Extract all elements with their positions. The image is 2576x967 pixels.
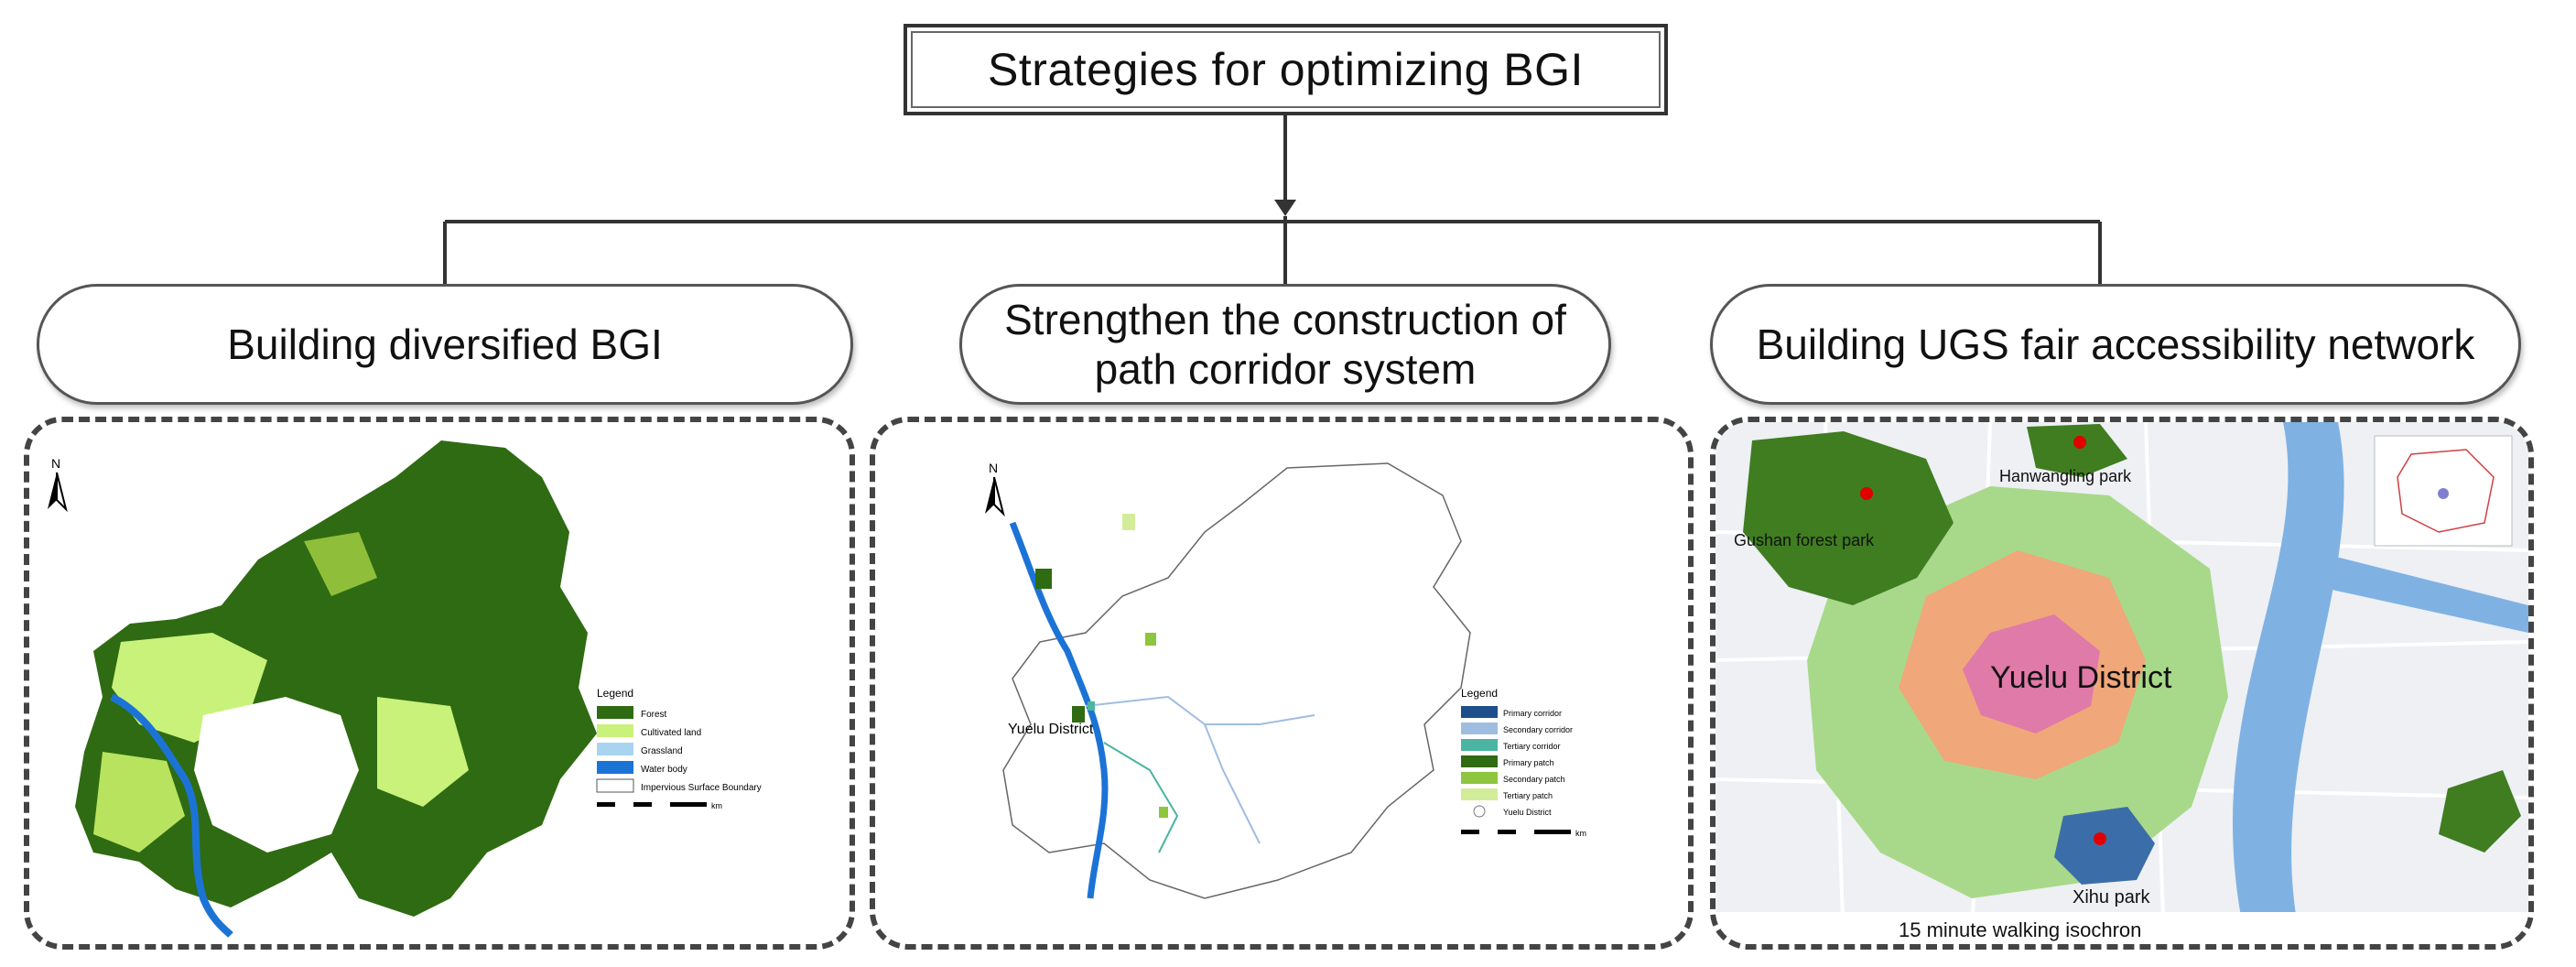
yuelu-district-label: Yuelu District bbox=[1008, 722, 1094, 737]
landcover-legend-title: Legend bbox=[597, 687, 633, 700]
strategy-2-line1: Strengthen the construction of bbox=[1004, 296, 1566, 343]
panel-corridor-map: N Yuelu District Legend Primary corridor… bbox=[870, 417, 1694, 950]
primary-patch-1 bbox=[1035, 569, 1052, 589]
secondary-patch-2 bbox=[1159, 807, 1168, 818]
cultivated-patch-north bbox=[304, 532, 377, 596]
xihu-park-area bbox=[2054, 807, 2155, 885]
strategy-2-label: Strengthen the construction of path corr… bbox=[1004, 295, 1566, 394]
gushan-park-marker bbox=[1860, 487, 1873, 500]
panel-accessibility-map: Hanwangling park Gushan forest park Xihu… bbox=[1710, 417, 2534, 950]
hanwangling-park-area bbox=[2027, 424, 2127, 477]
impervious-core bbox=[194, 697, 359, 853]
title-box-inner-border bbox=[911, 31, 1661, 108]
panel-landcover-map: N Legend Forest Cultivated land Grasslan… bbox=[24, 417, 855, 950]
legend-swatch-cultivated bbox=[597, 724, 633, 737]
legend-swatch-secondary-corridor bbox=[1461, 723, 1498, 734]
tertiary-corridor bbox=[1103, 742, 1179, 853]
legend-label-tertiary-corridor: Tertiary corridor bbox=[1503, 742, 1561, 751]
cultivated-patch-east bbox=[377, 697, 469, 807]
legend-label-primary-patch: Primary patch bbox=[1503, 758, 1554, 767]
scale-bar: km bbox=[597, 801, 722, 810]
caption-strip bbox=[1716, 912, 2528, 944]
title-box: Strategies for optimizing BGI bbox=[904, 24, 1668, 115]
legend-label-secondary-patch: Secondary patch bbox=[1503, 775, 1565, 784]
legend-label-primary-corridor: Primary corridor bbox=[1503, 709, 1562, 718]
legend-swatch-primary-patch bbox=[1461, 755, 1498, 767]
strategy-1-label: Building diversified BGI bbox=[227, 321, 663, 368]
corridor-map: N Yuelu District Legend Primary corridor… bbox=[985, 461, 1586, 899]
cultivated-patch-southwest bbox=[93, 752, 185, 853]
east-green-patch bbox=[2439, 770, 2521, 853]
primary-patch-2 bbox=[1072, 706, 1085, 723]
district-outline bbox=[1002, 462, 1471, 899]
legend-swatch-secondary-patch bbox=[1461, 772, 1498, 784]
strategy-3-label: Building UGS fair accessibility network bbox=[1756, 321, 2475, 368]
inset-boundary bbox=[2397, 449, 2495, 533]
legend-swatch-forest bbox=[597, 706, 633, 719]
trunk-arrowhead bbox=[1274, 200, 1296, 216]
legend-label-cultivated: Cultivated land bbox=[641, 728, 701, 738]
legend-label-water: Water body bbox=[641, 765, 687, 775]
inset-location-marker bbox=[2438, 488, 2449, 499]
hanwangling-park-label: Hanwangling park bbox=[1999, 467, 2132, 485]
legend-label-forest: Forest bbox=[641, 710, 667, 720]
legend-label-district: Yuelu District bbox=[1503, 808, 1552, 817]
legend-label-grassland: Grassland bbox=[641, 746, 683, 756]
gushan-forest-park-label: Gushan forest park bbox=[1734, 531, 1875, 549]
legend-label-impervious: Impervious Surface Boundary bbox=[641, 783, 762, 793]
scale-unit: km bbox=[711, 801, 722, 810]
tertiary-patch-2 bbox=[1088, 701, 1095, 711]
legend-swatch-tertiary-patch bbox=[1461, 788, 1498, 800]
north-arrow-icon: N bbox=[48, 456, 68, 513]
xihu-park-marker bbox=[2094, 832, 2106, 845]
isochron-caption: 15 minute walking isochron bbox=[1899, 918, 2141, 941]
xiang-river bbox=[110, 693, 233, 938]
legend-label-secondary-corridor: Secondary corridor bbox=[1503, 725, 1573, 734]
landcover-map: N Legend Forest Cultivated land Grasslan… bbox=[48, 440, 762, 938]
legend-swatch-district bbox=[1473, 805, 1486, 818]
corridor-legend-title: Legend bbox=[1461, 687, 1498, 700]
tertiary-patch-1 bbox=[1122, 514, 1135, 530]
legend-swatch-tertiary-corridor bbox=[1461, 739, 1498, 751]
secondary-patch-1 bbox=[1145, 633, 1156, 646]
river-branch bbox=[2311, 550, 2528, 633]
secondary-corridor-2 bbox=[1204, 723, 1261, 844]
corridor-legend: Legend Primary corridor Secondary corrid… bbox=[1461, 687, 1586, 838]
gushan-forest-park-area bbox=[1743, 431, 1954, 605]
legend-swatch-water bbox=[597, 761, 633, 774]
north-label: N bbox=[989, 461, 998, 475]
strategy-ugs-accessibility: Building UGS fair accessibility network bbox=[1710, 284, 2521, 405]
strategy-path-corridor: Strengthen the construction of path corr… bbox=[959, 284, 1611, 405]
scale-unit: km bbox=[1575, 829, 1586, 838]
hanwangling-park-marker bbox=[2073, 436, 2086, 449]
isochron-core bbox=[1963, 614, 2100, 733]
north-arrow-icon: N bbox=[985, 461, 1005, 517]
legend-swatch-impervious bbox=[596, 778, 634, 793]
diagram-title: Strategies for optimizing BGI bbox=[988, 44, 1584, 95]
connector-lines bbox=[443, 115, 2102, 286]
legend-label-tertiary-patch: Tertiary patch bbox=[1503, 791, 1553, 800]
yuelu-district-label: Yuelu District bbox=[1990, 660, 2172, 695]
legend-swatch-grassland bbox=[597, 743, 633, 755]
legend-swatch-primary-corridor bbox=[1461, 706, 1498, 718]
accessibility-map: Hanwangling park Gushan forest park Xihu… bbox=[1716, 422, 2528, 944]
strategy-diversified-bgi: Building diversified BGI bbox=[37, 284, 853, 405]
xihu-park-label: Xihu park bbox=[2073, 887, 2150, 907]
landcover-legend: Legend Forest Cultivated land Grassland … bbox=[596, 687, 762, 810]
scale-bar: km bbox=[1461, 829, 1586, 838]
north-label: N bbox=[51, 456, 60, 471]
strategy-2-line2: path corridor system bbox=[1094, 345, 1477, 393]
